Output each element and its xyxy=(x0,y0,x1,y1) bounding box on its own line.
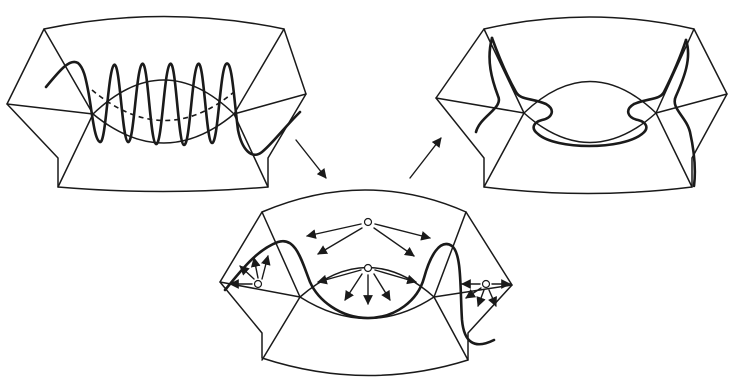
panel-1-frustum xyxy=(7,17,306,192)
panel-2-expansion-top xyxy=(307,219,430,257)
panel-1-edge-bl xyxy=(58,114,93,187)
panel-3-edge-r xyxy=(656,94,727,113)
panel-2-expansion-inner xyxy=(318,265,416,305)
panel-2-point-left xyxy=(255,281,262,288)
arrow-2-to-3 xyxy=(410,138,441,178)
panel-2-frustum xyxy=(220,190,512,376)
panel-2-edge-tl xyxy=(262,212,300,297)
panel-3-frustum xyxy=(436,17,727,194)
force-arrow xyxy=(466,288,481,298)
force-arrow xyxy=(375,224,430,238)
panel-2-edge-bl xyxy=(262,297,300,360)
panel-1-oscillating-curve xyxy=(46,62,300,155)
force-arrow xyxy=(489,290,496,306)
panel-2-expansion-right xyxy=(462,281,510,307)
force-arrow xyxy=(240,266,254,279)
panel-1-edge-tr xyxy=(234,29,284,114)
force-arrow xyxy=(318,270,361,282)
panel-1-edge-tl xyxy=(44,29,93,114)
panel-3-edge-l xyxy=(436,98,524,113)
force-arrow xyxy=(375,270,416,282)
force-arrow xyxy=(254,258,258,278)
panel-3-collapsed-curve xyxy=(492,38,686,146)
panel-1-edge-l xyxy=(7,104,93,114)
force-arrow xyxy=(478,290,484,306)
panel-2-edge-r xyxy=(434,285,512,297)
panel-3-edge-bl xyxy=(484,113,524,187)
panel-2-smoothed-curve xyxy=(225,241,494,344)
panel-2-point-inner xyxy=(365,265,372,272)
panel-2-inner-bottom xyxy=(300,297,434,319)
panel-2-point-top xyxy=(365,219,372,226)
panel-2-point-right xyxy=(483,281,490,288)
panel-1-inner-bottom xyxy=(93,114,234,143)
panel-3-inner-top xyxy=(524,82,656,114)
arrow-1-to-2 xyxy=(296,140,326,178)
force-arrow xyxy=(262,256,268,279)
force-arrow xyxy=(374,274,390,300)
force-arrow xyxy=(307,224,361,236)
force-arrow xyxy=(345,274,362,300)
